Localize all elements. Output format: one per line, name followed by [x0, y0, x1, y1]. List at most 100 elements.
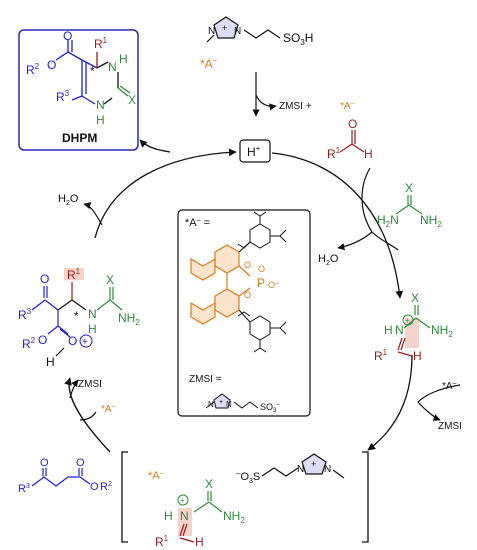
- ketoester-r2: R2: [100, 481, 112, 493]
- proton-catalyst: H+: [239, 139, 271, 163]
- phosphate-o-bottom: O: [244, 290, 251, 300]
- anion-release-label: *A–: [340, 100, 355, 112]
- catalyst-plus: +: [222, 23, 227, 33]
- aldehyde-h: H: [364, 147, 373, 161]
- water-right-label: H2O: [318, 253, 339, 267]
- intermediate-left: O R3 R1 * N H X NH2 R2 O O + H: [18, 267, 140, 369]
- bracket-n-end: N: [324, 464, 331, 475]
- intermediate-o-plus: O: [68, 334, 77, 348]
- definition-box: *A– = O O P O O–: [177, 209, 311, 417]
- intermediate-star: *: [74, 309, 79, 323]
- iminium-right: X NH2 H N + R1 H: [374, 291, 453, 363]
- zmsi-n-right: N: [226, 400, 232, 409]
- catalyst-ionic-liquid: N N + SO3H *A–: [200, 16, 313, 71]
- dhpm-r1: R1: [94, 36, 108, 51]
- cycle-arrow-top-right: [271, 152, 404, 299]
- iminium-right-plus: +: [405, 316, 410, 325]
- right-anion-label: *A–: [442, 380, 457, 392]
- ketoester-o3: O: [90, 481, 99, 493]
- bracket-ch: H: [195, 535, 204, 549]
- bracket-im-plus: +: [180, 496, 185, 505]
- bracket-nh2: NH2: [223, 509, 245, 525]
- catalyst-n-right: N: [234, 26, 241, 37]
- bracket-imidazolium: [301, 453, 327, 475]
- ion-pair-bracket: *A– –O3S N + N X NH2 H N + R1 H: [121, 451, 369, 549]
- right-zmsi-label: ZMSI: [438, 421, 462, 432]
- intermediate-plus: +: [82, 337, 88, 348]
- imidazolium-ring: [213, 16, 239, 39]
- intermediate-x: X: [106, 273, 114, 287]
- urea-in-arrow: [371, 231, 399, 251]
- phosphate-o-top: O: [244, 260, 251, 270]
- cycle-arrows: [64, 139, 413, 453]
- anion-definition-label: *A– =: [185, 217, 210, 229]
- left-zmsi-label: ZMSI: [78, 379, 102, 390]
- intermediate-o-top: O: [40, 272, 49, 286]
- intermediate-h: H: [46, 355, 55, 369]
- intermediate-r2: R2: [22, 336, 36, 351]
- dhpm-n-bottom: N: [96, 98, 105, 112]
- bracket-n: N: [180, 509, 189, 523]
- reagent-arrows: [337, 167, 399, 251]
- bracket-r1: R1: [155, 534, 169, 549]
- water-left: H2O: [58, 193, 103, 226]
- dhpm-ring-bonds: [55, 40, 131, 105]
- bracket-right: [362, 451, 369, 543]
- ketoester-o1: O: [40, 457, 49, 469]
- bracket-left: [121, 451, 128, 543]
- iminium-right-ch: H: [413, 349, 422, 363]
- definition-box-border: [177, 209, 311, 417]
- phosphate-o-minus: O–: [268, 280, 279, 290]
- intermediate-n: N: [88, 307, 97, 321]
- dhpm-o-ester: O: [47, 58, 56, 72]
- ketoester-o2: O: [76, 457, 85, 469]
- cycle-arrow-right-down: [367, 354, 413, 451]
- intermediate-r3: R3: [18, 307, 32, 322]
- intermediate-r1: R1: [67, 267, 81, 282]
- dhpm-x: X: [128, 93, 136, 107]
- water-right: H2O: [318, 253, 339, 267]
- dhpm-n-top: N: [108, 60, 117, 74]
- aldehyde-o: O: [348, 117, 357, 131]
- water-out-arrow-right: [337, 231, 373, 251]
- zmsi-structure: N N + SO3–: [205, 393, 280, 414]
- phosphate-group: O O P O O–: [238, 260, 279, 300]
- dhpm-box-border: [18, 29, 139, 151]
- iminium-right-x: X: [411, 291, 419, 305]
- dhpm-h-bottom: H: [96, 113, 105, 127]
- urea-h2n: H2N: [377, 213, 399, 229]
- phosphate-o-double: O: [258, 264, 265, 274]
- binaphthyl-backbone: [190, 244, 240, 325]
- zmsi-release-label: ZMSI+: [279, 101, 312, 112]
- bracket-h: H: [164, 509, 173, 523]
- bracket-anion: *A–: [148, 470, 164, 482]
- arrow-to-dhpm: [139, 139, 171, 153]
- intermediate-h-n: H: [88, 322, 97, 336]
- iminium-right-nh2: NH2: [431, 323, 453, 339]
- dhpm-product: O R1 R2 O R3 * N H N H X DHPM: [18, 29, 139, 151]
- water-left-label: H2O: [58, 193, 79, 207]
- proton-box: [239, 139, 271, 163]
- intermediate-nh2: NH2: [118, 311, 140, 327]
- aldehyde: O R1 H: [327, 117, 373, 161]
- dhpm-h-top: H: [119, 52, 128, 66]
- intermediate-o-ester: O: [38, 333, 47, 347]
- aldehyde-r1: R1: [327, 146, 341, 161]
- iminium-right-h: H: [384, 323, 393, 337]
- catalyst-so3h: SO3H: [283, 31, 313, 47]
- dhpm-o-carbonyl: O: [63, 29, 72, 43]
- bracket-n-plus: N: [297, 464, 304, 475]
- aldehyde-in-arrow: [361, 167, 373, 233]
- proton-label: H+: [247, 144, 261, 159]
- zmsi-plus: +: [219, 399, 223, 406]
- dhpm-stereo-star: *: [90, 64, 95, 78]
- zmsi-so3: SO3–: [260, 402, 280, 414]
- dhpm-r2: R2: [26, 62, 40, 77]
- dhpm-r3: R3: [56, 89, 70, 104]
- arrow-catalyst-to-proton: ZMSI+ *A–: [252, 72, 355, 117]
- aryl-substituents: [237, 211, 287, 353]
- bracket-plus: +: [311, 459, 316, 469]
- dhpm-label: DHPM: [62, 131, 97, 145]
- catalyst-anion: *A–: [200, 56, 218, 71]
